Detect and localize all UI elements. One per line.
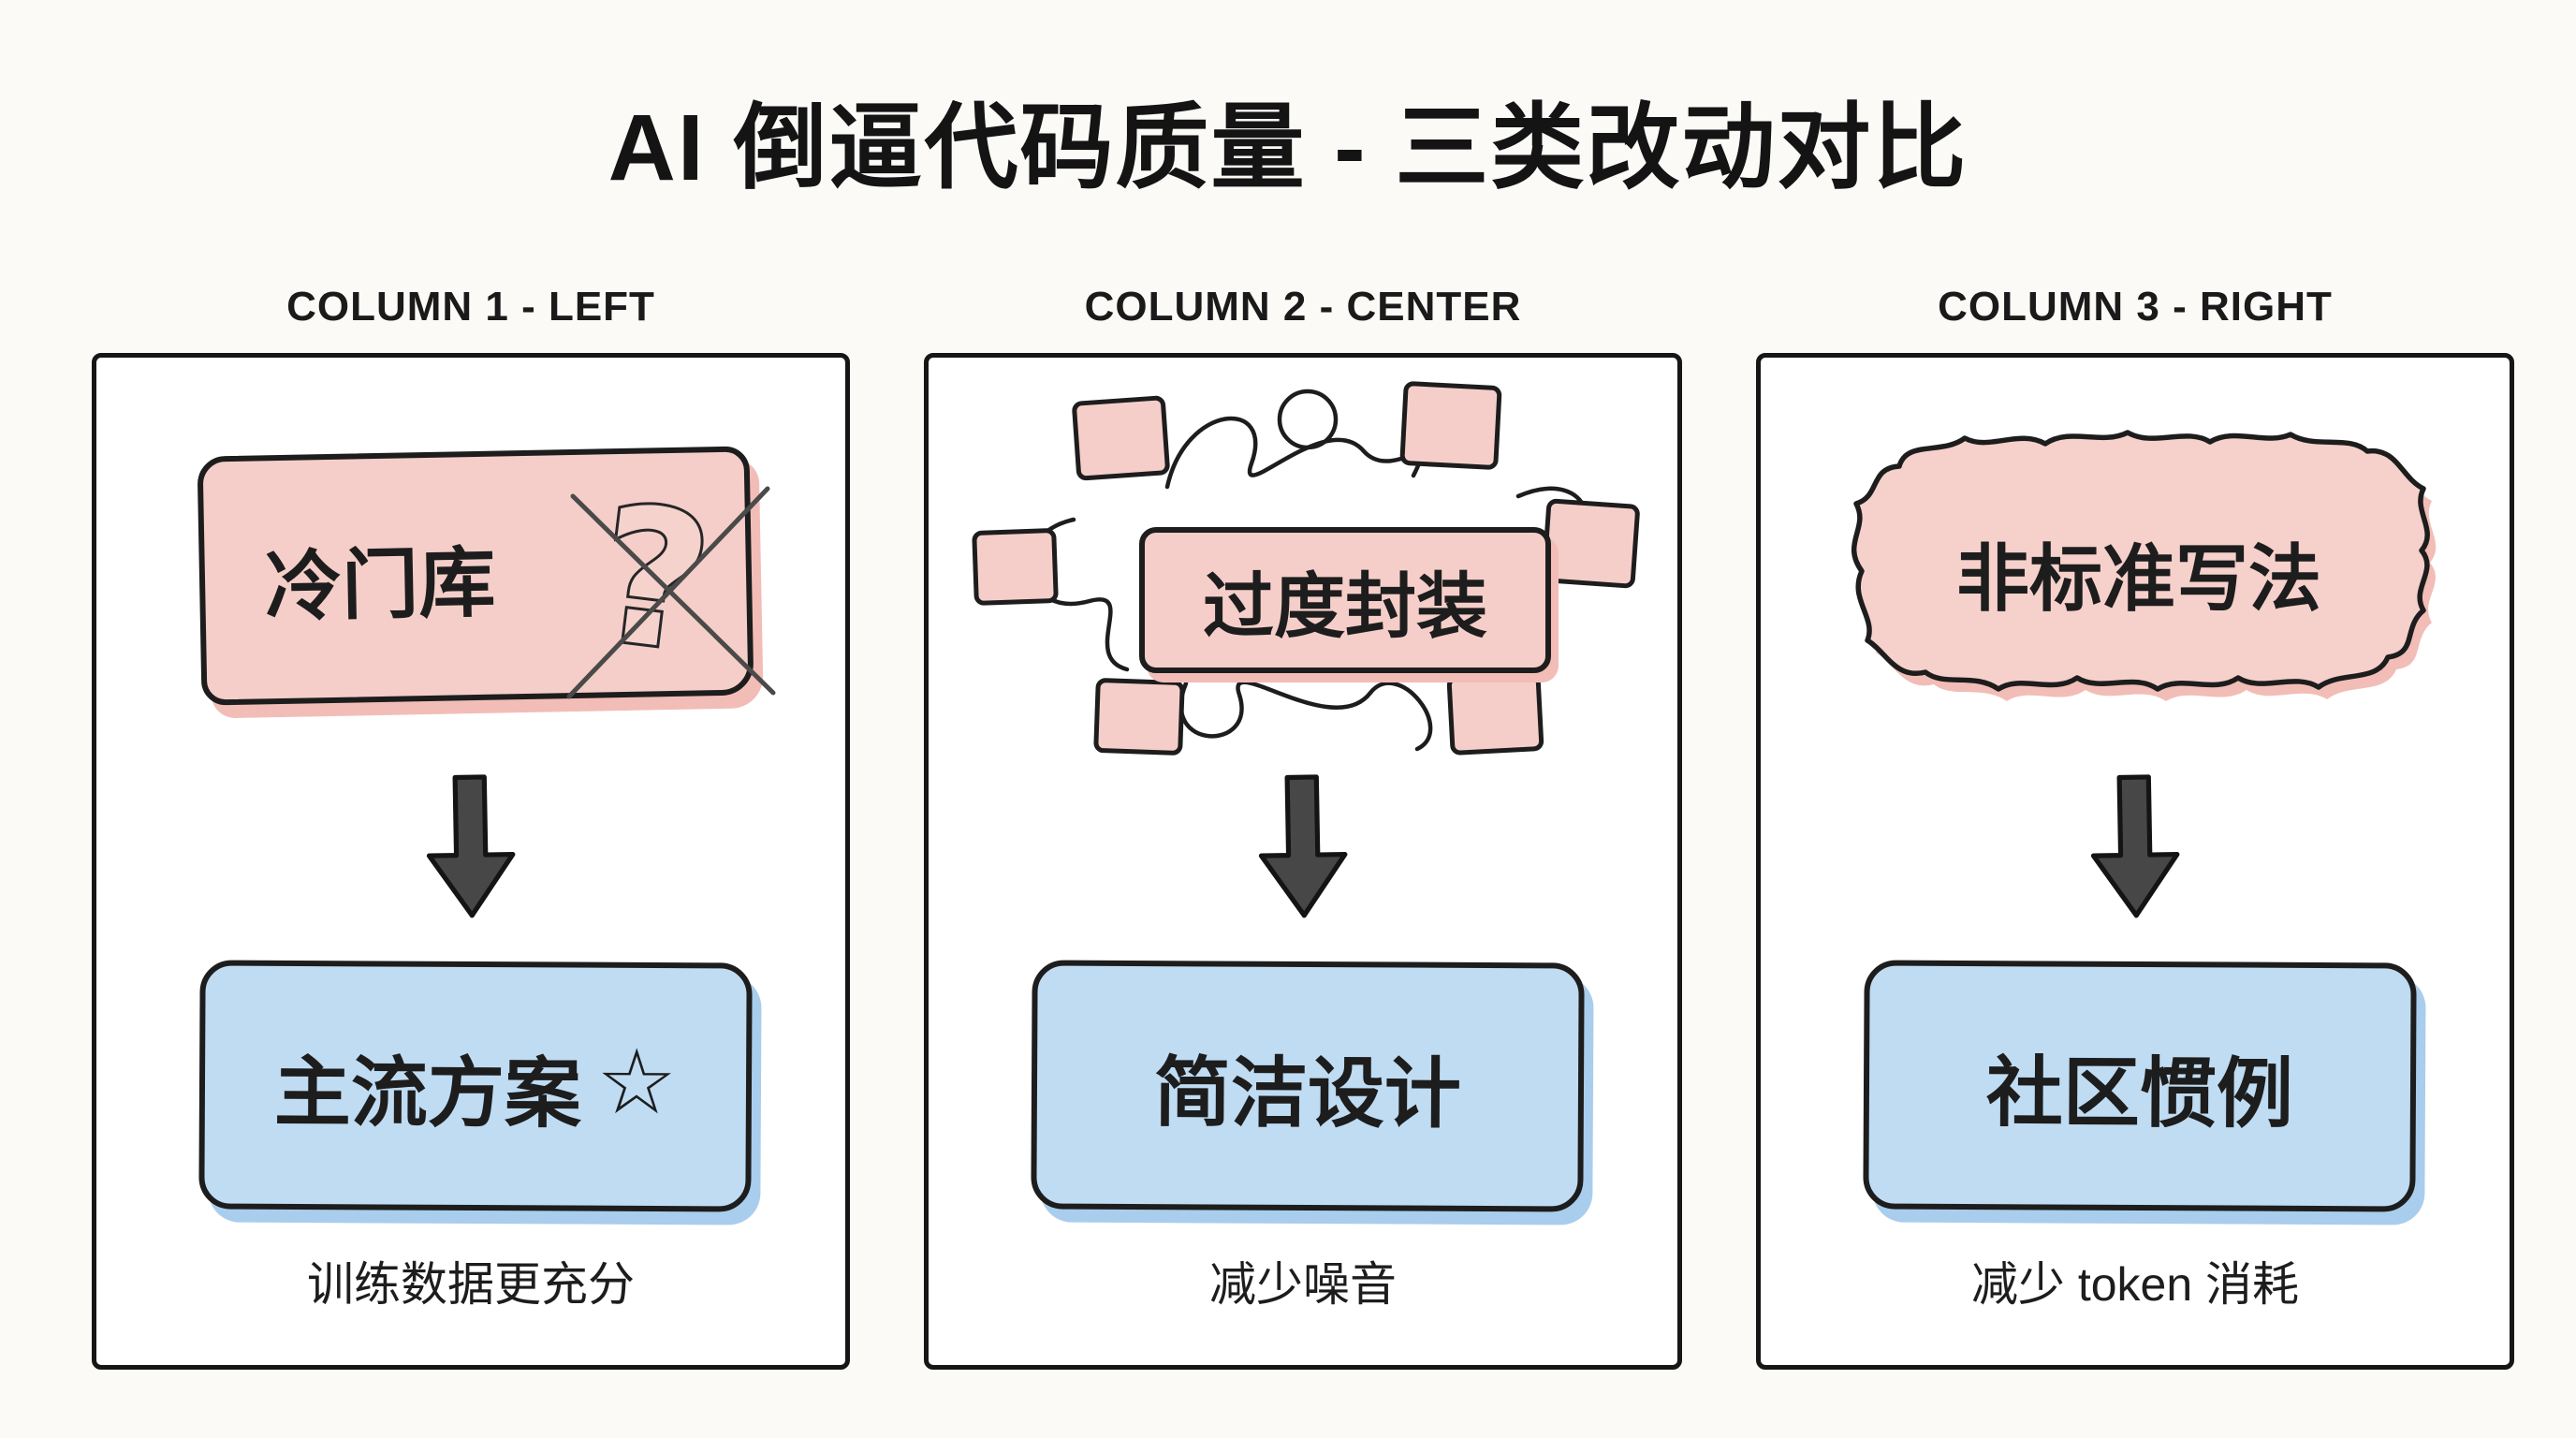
community-convention-shape: 社区惯例: [1863, 960, 2417, 1212]
column-3-panel: 非标准写法 社区惯例 减少 token 消耗: [1756, 353, 2514, 1370]
column-1-panel: 冷门库 ? 主流方案 ☆ 训练数据更充分: [92, 353, 850, 1370]
niche-library-label: 冷门库: [264, 540, 497, 630]
down-arrow-icon: [426, 774, 516, 918]
column-2-panel: 过度封装 简洁设计 减少噪音: [924, 353, 1682, 1370]
star-icon: ☆: [595, 1032, 678, 1134]
over-encapsulation-cluster: 过度封装: [966, 374, 1649, 779]
wavy-blob-icon: [1851, 430, 2437, 701]
down-arrow-icon: [2090, 774, 2180, 918]
non-standard-style-label: 非标准写法: [1955, 537, 2321, 620]
down-arrow-icon: [1258, 774, 1348, 918]
tangled-boxes-scribble-icon: [972, 381, 1640, 756]
column-3-header: COLUMN 3 - RIGHT: [1938, 284, 2333, 330]
mainstream-solution-label: 主流方案: [273, 1049, 582, 1137]
column-1-caption: 训练数据更充分: [307, 1258, 635, 1311]
column-3-caption: 减少 token 消耗: [1970, 1258, 2300, 1311]
cross-out-icon: [566, 486, 776, 699]
page-title: AI 倒逼代码质量 - 三类改动对比: [607, 95, 1969, 200]
column-2-header: COLUMN 2 - CENTER: [1084, 284, 1522, 330]
concise-design-shape: 简洁设计: [1031, 960, 1585, 1212]
mainstream-solution-shape: 主流方案 ☆: [198, 960, 753, 1212]
over-encapsulation-shape: 过度封装: [1139, 527, 1551, 673]
over-encapsulation-label: 过度封装: [1203, 567, 1487, 647]
column-2-caption: 减少噪音: [1209, 1258, 1397, 1311]
column-1-header: COLUMN 1 - LEFT: [286, 284, 655, 330]
non-standard-style-shape: 非标准写法: [1828, 403, 2450, 743]
concise-design-label: 简洁设计: [1153, 1049, 1462, 1137]
community-convention-label: 社区惯例: [1985, 1049, 2294, 1137]
